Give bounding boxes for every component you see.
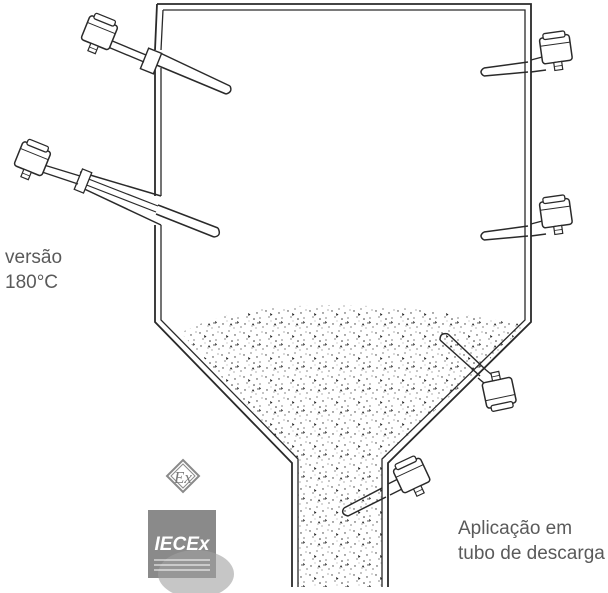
version-label-line1: versão xyxy=(5,247,63,268)
discharge-tube-application-label: Aplicação em tubo de descarga xyxy=(458,516,605,566)
level-sensor-mid-right xyxy=(480,193,575,241)
level-sensor-hopper xyxy=(439,332,519,414)
application-label-line1: Aplicação em xyxy=(458,518,573,539)
bulk-material xyxy=(181,305,526,587)
ex-mark-text: Ex xyxy=(173,468,192,487)
level-sensor-discharge-tube xyxy=(341,453,435,517)
level-sensor-top-left xyxy=(76,10,232,95)
level-sensor-top-right xyxy=(480,29,575,77)
application-label-line2: tubo de descarga xyxy=(458,543,605,564)
atex-ex-logo: Ex xyxy=(165,458,201,494)
version-label-line2: 180°C xyxy=(5,272,59,293)
iecex-logo: IECEx xyxy=(148,510,234,593)
version-180c-label: versão 180°C xyxy=(5,245,62,295)
iecex-logo-text: IECEx xyxy=(155,534,211,555)
level-sensor-180c-left xyxy=(9,136,221,238)
silo-wall-outer xyxy=(154,3,532,587)
silo-wall-inner xyxy=(160,9,526,587)
